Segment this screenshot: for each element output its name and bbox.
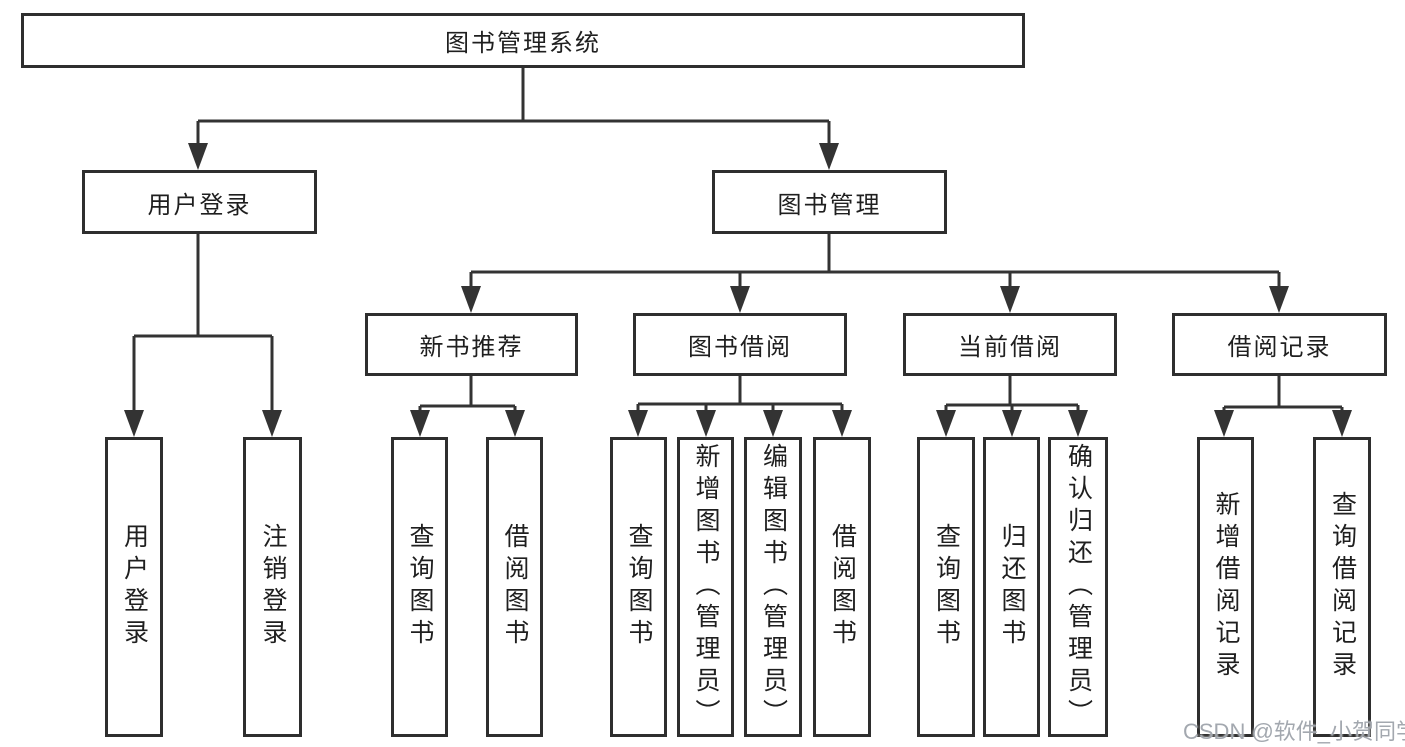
leaf-add-borrow-record: 新增借阅记录 <box>1197 437 1254 737</box>
node-new-book-recommendation: 新书推荐 <box>365 313 578 376</box>
leaf-logout: 注销登录 <box>243 437 302 737</box>
node-borrowing-records: 借阅记录 <box>1172 313 1387 376</box>
leaf-borrowing-borrow-books: 借阅图书 <box>813 437 871 737</box>
leaf-query-borrow-record: 查询借阅记录 <box>1313 437 1371 737</box>
node-library-management-system: 图书管理系统 <box>21 13 1025 68</box>
csdn-watermark: CSDN @软件_小贺同学 <box>1183 719 1405 744</box>
leaf-recommend-query-books: 查询图书 <box>391 437 448 737</box>
node-book-management: 图书管理 <box>712 170 947 234</box>
leaf-current-query-books: 查询图书 <box>917 437 975 737</box>
leaf-user-login: 用户登录 <box>105 437 163 737</box>
leaf-add-book-admin: 新增图书（管理员） <box>677 437 734 737</box>
node-current-borrowing: 当前借阅 <box>903 313 1117 376</box>
leaf-edit-book-admin: 编辑图书（管理员） <box>744 437 802 737</box>
leaf-borrowing-query-books: 查询图书 <box>610 437 667 737</box>
node-book-borrowing: 图书借阅 <box>633 313 847 376</box>
leaf-recommend-borrow-books: 借阅图书 <box>486 437 543 737</box>
node-user-login: 用户登录 <box>82 170 317 234</box>
leaf-confirm-return-admin: 确认归还（管理员） <box>1048 437 1108 737</box>
leaf-return-books: 归还图书 <box>983 437 1040 737</box>
